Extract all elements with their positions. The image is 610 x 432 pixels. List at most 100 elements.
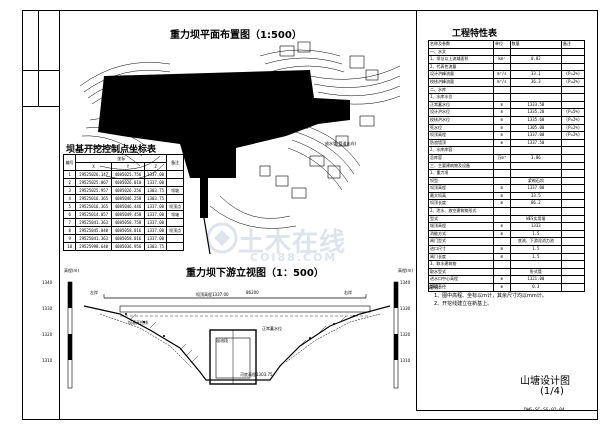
- table-cell: 总库容: [427, 153, 495, 163]
- table-cell: WES实用堰: [509, 214, 563, 224]
- table-header: 备注: [166, 154, 184, 171]
- table-cell: 2、代表性流量: [427, 62, 495, 72]
- table-cell: 闸门长度: [427, 252, 495, 262]
- table-cell: 1337.00: [143, 226, 168, 235]
- table-cell: [509, 260, 563, 269]
- table-cell: 3.86: [509, 153, 563, 163]
- table-cell: 万m³: [493, 153, 511, 163]
- table-cell: [166, 194, 184, 203]
- table-row: 坝型浆砌石坝: [427, 176, 585, 186]
- table-cell: [493, 214, 511, 224]
- crest-label: 坝顶高程1337.00: [196, 292, 229, 297]
- table-subheader: X: [75, 162, 112, 171]
- table-cell: 29525025.067: [75, 178, 112, 187]
- table-cell: 最大坝高: [427, 191, 495, 201]
- table-cell: m: [493, 184, 511, 193]
- pipe-label: 放水管(管道走向): [325, 141, 357, 146]
- table-cell: [561, 93, 585, 102]
- table-cell: (P=2%): [561, 70, 585, 79]
- table-cell: m: [493, 222, 511, 231]
- table-cell: 29525026.147: [75, 170, 112, 179]
- table-cell: 1337.00: [143, 170, 168, 179]
- table-header-row: 名称及参数 单位 数量 备注: [427, 40, 585, 49]
- table-cell: 1、坝址以上流域面积: [427, 55, 495, 64]
- table-cell: [509, 93, 563, 102]
- table-cell: 底流、下游泥消力池: [509, 237, 563, 247]
- table-cell: 型式: [427, 214, 495, 224]
- table-cell: [561, 47, 585, 57]
- center-label: 溢流段: [216, 338, 228, 343]
- table-cell: 设计洪峰流量: [427, 70, 495, 79]
- table-cell: 二、水库: [427, 85, 495, 95]
- table-cell: [509, 85, 563, 95]
- table-cell: 4085058.758: [110, 218, 145, 227]
- table-cell: [166, 170, 184, 179]
- table-cell: 1337.00: [509, 184, 563, 193]
- table-row: 2、泄水、放空建筑物形式: [427, 207, 585, 216]
- project-name: 山塘设计图: [520, 376, 570, 387]
- right-bank-label: 右岸: [344, 290, 352, 295]
- table-cell: (P=2%): [561, 123, 585, 133]
- table-cell: 管道直径: [427, 283, 495, 292]
- table-cell: 29525025.957: [75, 186, 112, 195]
- table-cell: 29525041.363: [75, 218, 112, 227]
- table-cell: m³/s: [493, 77, 511, 87]
- table-cell: 坝顶点: [166, 226, 184, 235]
- table-cell: [561, 245, 585, 254]
- table-cell: 4085058.016: [110, 226, 145, 235]
- table-cell: 2: [62, 178, 77, 187]
- table-cell: m: [493, 108, 511, 117]
- table-cell: 卧式管: [509, 267, 563, 277]
- table-cell: 4085026.256: [110, 186, 145, 195]
- table-cell: (P=2%): [561, 115, 585, 125]
- tick-label-right: 1330: [400, 306, 411, 311]
- table-cell: [561, 169, 585, 178]
- table-cell: 6: [62, 210, 77, 219]
- tick-label: 1330: [42, 306, 53, 311]
- table-cell: 1.5: [509, 245, 563, 254]
- table-cell: 1、重力坝: [427, 169, 495, 178]
- table-cell: 4085025.756: [110, 170, 145, 179]
- table-header: 数量: [509, 40, 563, 49]
- title-strip: [22, 10, 60, 420]
- table-row: 取水型式卧式管: [427, 267, 585, 277]
- water-level-label: 正常蓄水位: [262, 326, 282, 331]
- table-cell: 2、水库库容: [427, 146, 495, 155]
- elevation-axis-title-right: 高程(m): [398, 268, 414, 273]
- table-cell: 坝顶高程: [427, 131, 495, 140]
- table-row: 三、主要建筑物及设备: [427, 161, 585, 171]
- table-cell: [509, 169, 563, 178]
- table-cell: 1335.60: [509, 115, 563, 125]
- table-cell: [493, 237, 511, 247]
- table-cell: 堰顶高程: [427, 222, 495, 231]
- table-cell: [509, 47, 563, 57]
- table-cell: [509, 62, 563, 72]
- table-cell: 9: [62, 234, 77, 243]
- table-cell: [561, 184, 585, 193]
- title-strip-cell: [22, 70, 59, 107]
- table-row: 闸门型式底流、下游泥消力池: [427, 237, 585, 247]
- table-cell: 8: [62, 226, 77, 235]
- table-cell: [561, 191, 585, 201]
- table-cell: [561, 275, 585, 284]
- table-cell: [561, 55, 585, 64]
- table-subheader: Z: [143, 162, 168, 171]
- table-cell: m: [493, 245, 511, 254]
- table-cell: 坝坡: [166, 186, 184, 195]
- table-row: 2、水库库容: [427, 146, 585, 155]
- table-cell: [561, 176, 585, 186]
- table-row: 1、水库水位: [427, 93, 585, 102]
